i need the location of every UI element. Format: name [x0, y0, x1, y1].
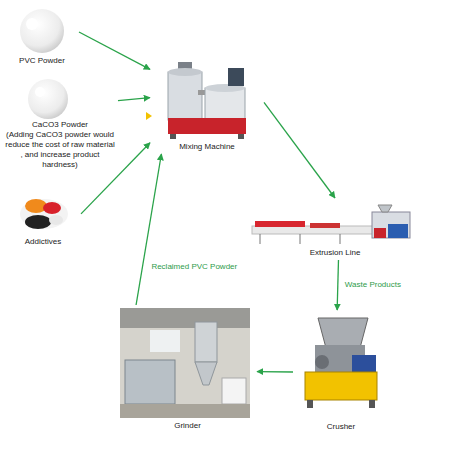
mixing-machine-picture: [168, 62, 246, 139]
machine-node: Crusher: [293, 310, 389, 434]
machine-node: Grinder: [118, 305, 257, 433]
cyclone-cone: [195, 362, 217, 385]
control-box: [228, 68, 244, 86]
leg: [340, 234, 341, 244]
machine-node: Extrusion Line: [248, 198, 422, 260]
frame: [305, 372, 377, 400]
hot-mixer-tank: [168, 72, 202, 120]
node-label: PVC Powder: [5, 56, 79, 66]
node-label: Grinder: [118, 421, 257, 431]
flow-arrow: [337, 260, 338, 310]
machine-foot: [238, 134, 244, 139]
photo-background: [120, 308, 250, 418]
raw-material-node: CaCO3 Powder(Adding CaCO3 powder would r…: [2, 78, 118, 172]
cyclone: [195, 322, 217, 362]
powder-highlight: [26, 18, 38, 30]
calibration-table: [310, 223, 340, 228]
edge-label: Reclaimed PVC Powder: [150, 262, 238, 272]
flow-arrow: [118, 98, 150, 101]
raw-material-node: Addictives: [5, 195, 81, 249]
red-pellets: [43, 202, 61, 214]
flow-arrow: [136, 154, 161, 305]
powder-bag: [222, 378, 246, 404]
leg: [369, 400, 375, 408]
node-label: Mixing Machine: [150, 142, 264, 152]
powder-heap: [20, 9, 64, 53]
leg: [300, 234, 301, 244]
node-label: Addictives: [5, 237, 81, 247]
node-label: CaCO3 Powder: [2, 120, 118, 130]
motor: [388, 224, 408, 238]
machine-node: Mixing Machine: [150, 60, 264, 154]
flow-arrow: [264, 102, 335, 198]
crusher-picture: [305, 318, 377, 408]
hopper: [378, 205, 392, 212]
floor: [120, 404, 250, 418]
haul-off: [255, 221, 305, 227]
raw-material-node: PVC Powder: [5, 8, 79, 68]
flow-arrow: [79, 32, 150, 69]
grinder-body: [125, 360, 175, 404]
additives-picture: [20, 199, 68, 229]
ceiling: [120, 308, 250, 328]
leg: [307, 400, 313, 408]
machine-base: [168, 118, 246, 134]
window: [150, 330, 180, 352]
pvc-powder-picture: [20, 9, 64, 53]
node-label: Extrusion Line: [248, 248, 422, 258]
flywheel: [315, 355, 329, 369]
edge-label: Waste Products: [344, 280, 402, 290]
caco3-powder-picture: [28, 79, 68, 119]
node-label: Crusher: [293, 422, 389, 432]
node-note: (Adding CaCO3 powder would reduce the co…: [2, 130, 118, 170]
black-pellets: [25, 215, 51, 229]
extrusion-line-picture: [252, 205, 410, 244]
white-pellets: [20, 199, 68, 229]
small-marker: [146, 112, 152, 120]
motor: [352, 355, 376, 373]
hopper: [318, 318, 368, 348]
gearbox: [374, 228, 386, 238]
powder-highlight: [35, 87, 45, 97]
tank-lid: [168, 68, 202, 76]
flow-arrow: [257, 371, 293, 373]
extruder-body: [372, 212, 410, 238]
grinder-picture: [120, 308, 250, 418]
powder-heap: [28, 79, 68, 119]
leg: [260, 234, 261, 244]
white-pellets: [49, 215, 63, 225]
machine-foot: [170, 134, 176, 139]
cooler-tank: [205, 88, 245, 120]
